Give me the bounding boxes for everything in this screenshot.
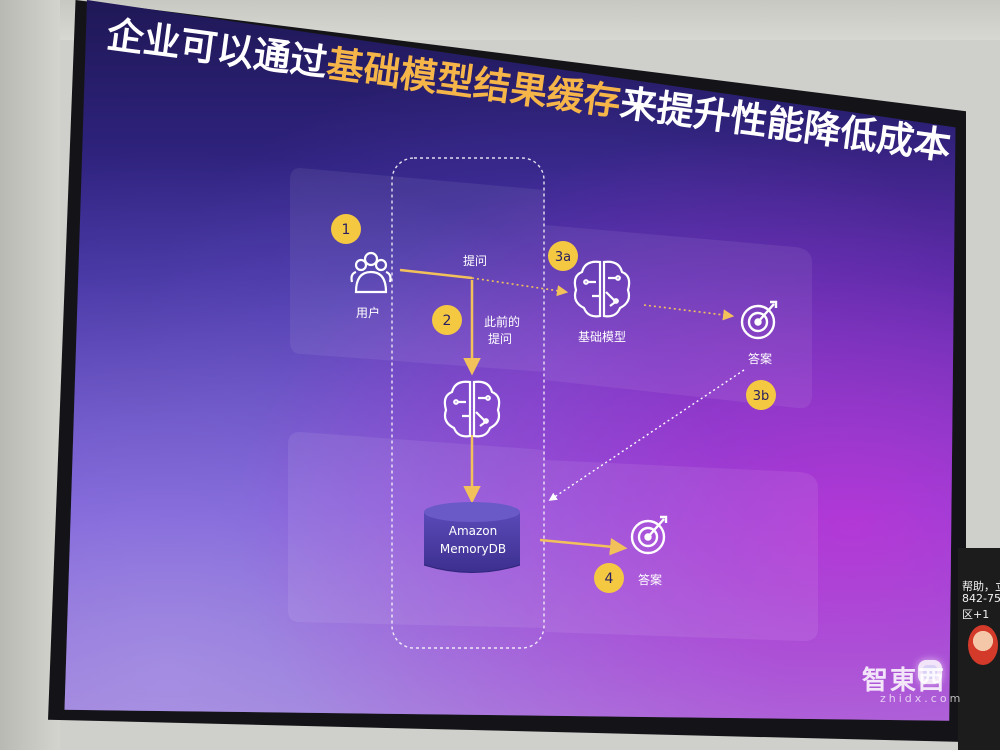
step-4-text: 4 <box>605 571 614 587</box>
lower-band-panel <box>288 432 545 628</box>
step-3a-text: 3a <box>555 250 571 265</box>
memorydb-label: Amazon MemoryDB <box>428 522 518 558</box>
step-1-text: 1 <box>342 222 351 238</box>
presentation-screen <box>64 0 956 721</box>
brain-circuit-icon-cache <box>443 380 501 438</box>
target-icon <box>740 300 778 340</box>
foundation-model-label: 基础模型 <box>578 330 627 344</box>
side-panel-line2: 842-7549 <box>962 592 1000 605</box>
cache-dashed-container <box>391 157 545 649</box>
memorydb-line2: MemoryDB <box>439 542 507 556</box>
users-icon <box>350 251 392 294</box>
step-4-circle: 4 <box>594 563 624 593</box>
watermark-brand: 智東西 <box>862 666 947 696</box>
wall-left <box>0 0 60 750</box>
arrow-question <box>399 268 473 280</box>
step-1-circle: 1 <box>331 214 361 244</box>
lower-band-panel-right <box>545 460 818 642</box>
previous-question-label-line2: 提问 <box>488 332 513 346</box>
step-3a-circle: 3a <box>548 241 578 271</box>
answer-top-label: 答案 <box>748 352 773 366</box>
watermark-sub: zhidx.com <box>880 692 964 705</box>
presenter-badge-inner <box>923 665 937 679</box>
database-cylinder-icon <box>423 502 521 573</box>
arrow-answer-to-db <box>548 369 745 501</box>
memorydb-line1: Amazon <box>448 524 498 538</box>
avatar <box>968 625 998 665</box>
question-label: 提问 <box>463 254 488 268</box>
step-3b-text: 3b <box>753 389 770 404</box>
answer-bottom-label: 答案 <box>638 573 663 587</box>
step-2-circle: 2 <box>432 305 462 335</box>
step-2-text: 2 <box>443 313 452 329</box>
step-3b-circle: 3b <box>746 380 776 410</box>
upper-band-panel-right <box>545 225 812 409</box>
side-panel-line3: 区+1 <box>962 608 990 621</box>
target-icon-bottom <box>630 515 668 555</box>
previous-question-label-line1: 此前的 <box>484 315 521 329</box>
side-panel-line1: 帮助，立即 <box>962 580 1000 593</box>
arrow-question-dotted <box>471 277 569 297</box>
arrow-db-to-answer <box>539 537 628 556</box>
brain-circuit-icon <box>573 260 631 318</box>
presenter-badge <box>918 660 942 684</box>
user-label: 用户 <box>356 306 381 320</box>
